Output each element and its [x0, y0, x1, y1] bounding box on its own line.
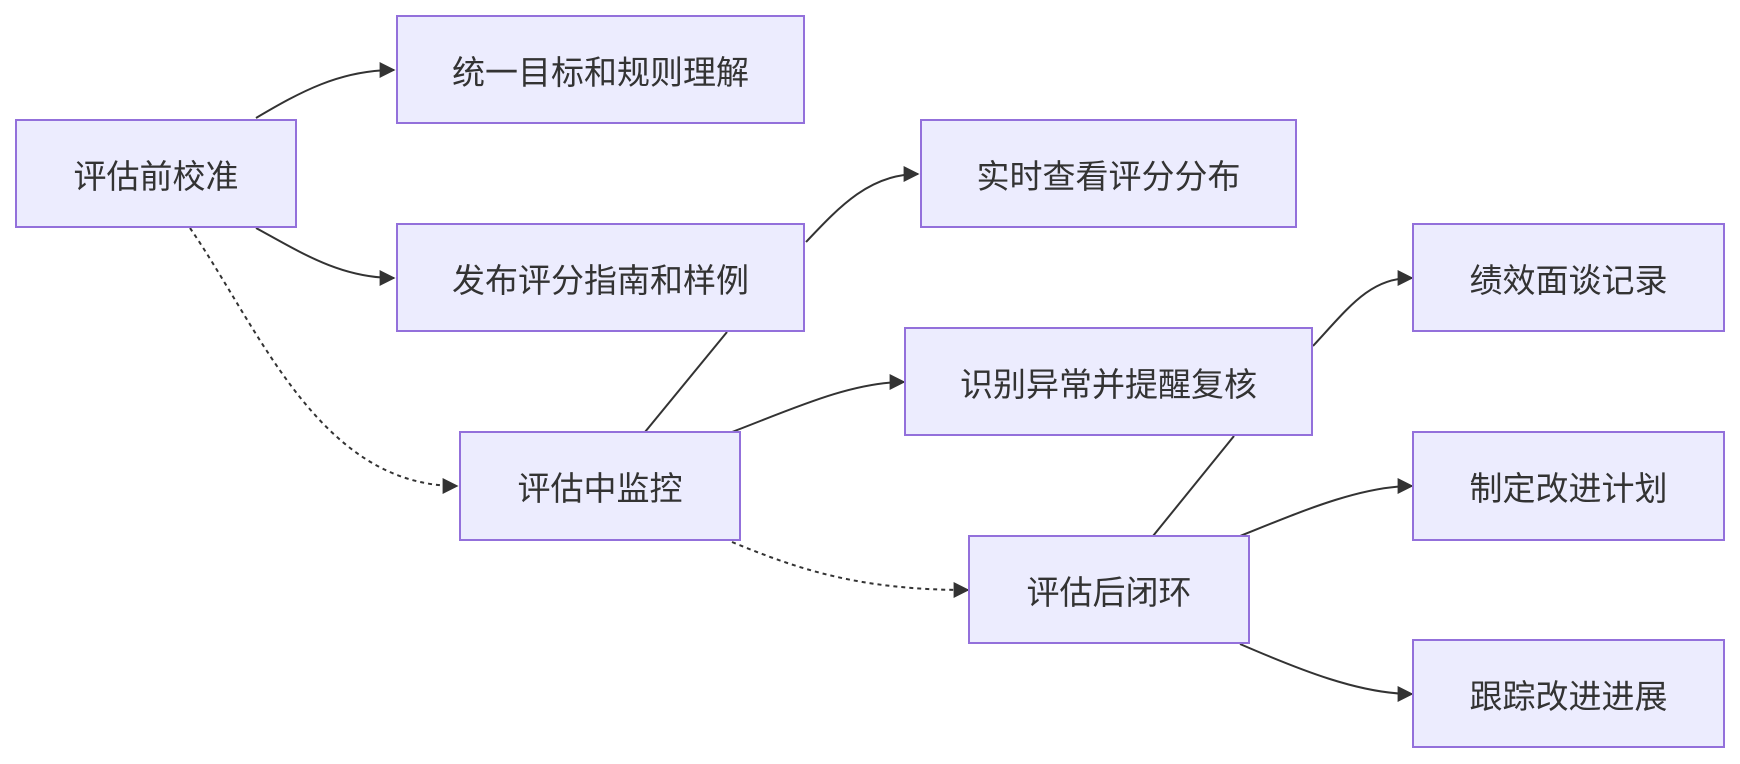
node-label: 绩效面谈记录	[1469, 260, 1668, 300]
node-mid-monitoring: 评估中监控	[459, 431, 741, 541]
node-performance-interview: 绩效面谈记录	[1412, 223, 1725, 332]
node-post-closed-loop: 评估后闭环	[968, 535, 1250, 644]
node-label: 发布评分指南和样例	[452, 260, 749, 300]
edge-mid-to-identify	[731, 374, 906, 433]
edge-post-to-identify	[1152, 435, 1235, 537]
edge-pre-to-unify	[255, 62, 396, 119]
edge-identify-to-interview	[1312, 270, 1414, 347]
node-identify-anomaly: 识别异常并提醒复核	[904, 327, 1313, 436]
node-track-progress: 跟踪改进进展	[1412, 639, 1725, 748]
edge-post-to-plan	[1239, 478, 1414, 537]
edge-pre-to-mid	[189, 227, 459, 494]
edge-publish-to-realtime	[805, 166, 920, 243]
edge-mid-to-publish	[644, 331, 728, 433]
node-realtime-view: 实时查看评分分布	[920, 119, 1297, 228]
edge-mid-to-post	[731, 541, 970, 598]
node-label: 制定改进计划	[1469, 469, 1668, 508]
node-label: 统一目标和规则理解	[452, 52, 749, 92]
edge-pre-to-publish	[255, 227, 396, 286]
node-unify-goals: 统一目标和规则理解	[396, 15, 805, 124]
edge-post-to-track	[1239, 643, 1414, 702]
node-label: 实时查看评分分布	[976, 156, 1241, 196]
node-label: 评估前校准	[73, 156, 239, 196]
node-label: 评估中监控	[517, 469, 683, 508]
node-publish-guide: 发布评分指南和样例	[396, 223, 805, 332]
node-label: 评估后闭环	[1026, 572, 1192, 612]
node-pre-calibration: 评估前校准	[15, 119, 297, 228]
node-make-plan: 制定改进计划	[1412, 431, 1725, 541]
node-label: 识别异常并提醒复核	[960, 364, 1257, 404]
node-label: 跟踪改进进展	[1469, 676, 1668, 716]
